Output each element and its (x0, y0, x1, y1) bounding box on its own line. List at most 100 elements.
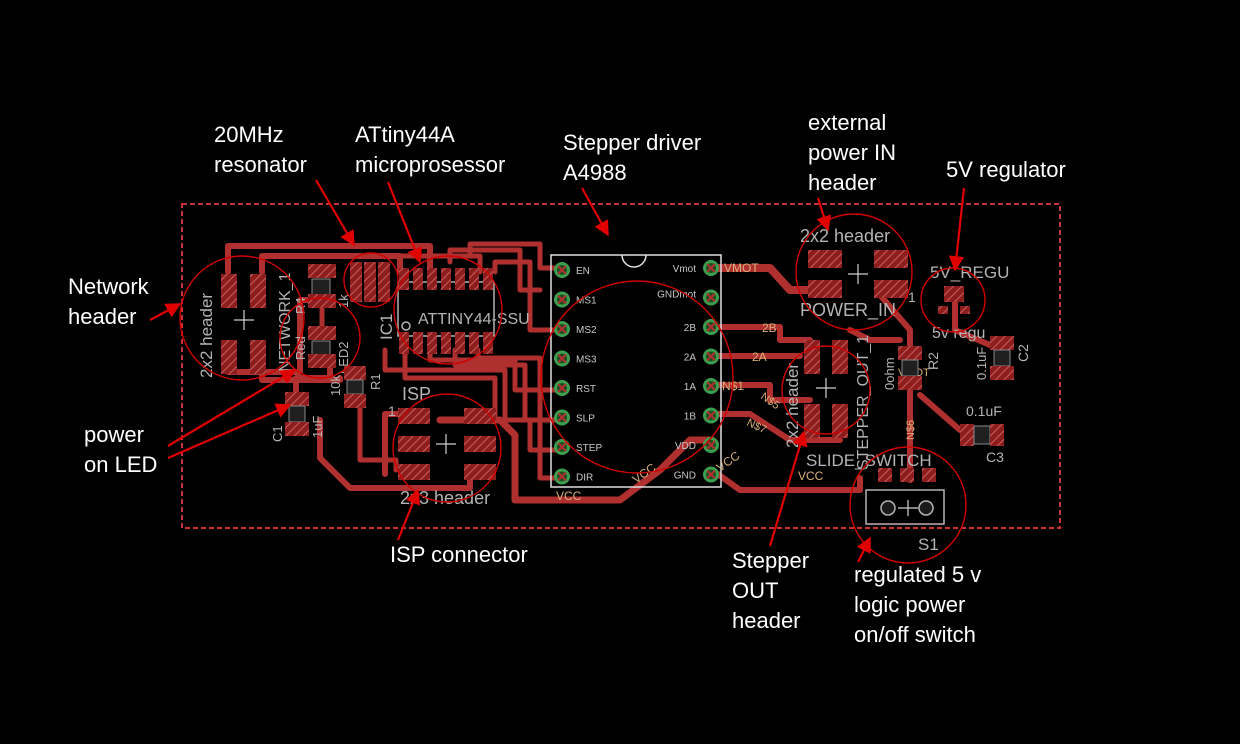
stepper-out-header-footprint: 2x2 header STEPPER_OUT_1 (783, 335, 872, 470)
resistor-r1: 10k R1 (328, 366, 383, 408)
driver-pin-label: RST (576, 384, 596, 395)
board-outline (181, 203, 1061, 529)
isp-header-footprint: ISP 1 2x3 header (388, 384, 496, 508)
stepper-out-header-label: 2x2 header (783, 363, 802, 448)
highlight-circles (179, 213, 986, 564)
annotation-switch: regulated 5 v logic power on/off switch (854, 562, 987, 647)
driver-pin-1a (703, 378, 719, 394)
net-2a: 2A (752, 350, 767, 364)
driver-pin-label: EN (576, 266, 590, 277)
resistor-r4: R4 1k (293, 264, 351, 314)
r2-label: R2 (925, 352, 941, 370)
s1-label: S1 (918, 535, 939, 554)
annotations: Network header 20MHz resonator ATtiny44A… (68, 110, 1066, 647)
annotation-network-header: Network header (68, 274, 155, 329)
driver-pin-label: GNDmot (657, 290, 696, 301)
driver-pin-dir (554, 468, 570, 485)
led-color-label: Red (293, 336, 308, 360)
ic1-attiny44: IC1 ATTINY44-SSU (377, 268, 530, 354)
r2-value: 0ohm (882, 357, 897, 390)
driver-pin-label: MS3 (576, 355, 597, 366)
driver-pin-label: 2A (684, 353, 697, 364)
net-2b: 2B (762, 321, 777, 335)
annotation-resonator: 20MHz resonator (214, 122, 307, 177)
capacitor-c2: 0.1uF C2 (974, 336, 1031, 380)
annotation-power-in: external power IN header (808, 110, 902, 195)
annotation-isp-connector: ISP connector (390, 542, 528, 567)
driver-pin-gnd (703, 466, 719, 483)
driver-pin-label: SLP (576, 414, 595, 425)
c3-value: 0.1uF (966, 403, 1002, 419)
resonator-footprint (350, 262, 390, 302)
led2-label: LED2 (336, 341, 351, 374)
power-header-label: 2x2 header (800, 226, 890, 246)
driver-pin-label: 1A (684, 382, 697, 393)
net-vcc-bottom: VCC (798, 469, 824, 483)
isp-header-label: 2x3 header (400, 488, 490, 508)
driver-pin-label: Vmot (673, 264, 697, 275)
capacitor-c1: C1 1uF (270, 392, 325, 442)
r1-value: 10k (328, 375, 343, 396)
driver-pin-vmot (703, 260, 719, 276)
net-vcc-left: VCC (556, 489, 582, 503)
c3-label: C3 (986, 449, 1004, 465)
isp-label: ISP (402, 384, 431, 404)
driver-pin-ms2 (554, 321, 570, 337)
ic-name-label: ATTINY44-SSU (418, 311, 530, 328)
driver-pin-label: DIR (576, 473, 593, 484)
driver-pin-2b (703, 319, 719, 335)
led-led2: Red LED2 (293, 326, 351, 374)
annotation-power-led: power on LED (84, 422, 157, 477)
isp-pin1: 1 (388, 403, 396, 419)
annotation-microprocessor: ATtiny44A microprosessor (355, 122, 505, 177)
resistor-r2: 0ohm R2 (882, 346, 941, 390)
network-header-footprint: 2x2 header NETWORK_1 (197, 272, 294, 378)
driver-pin-label: 1B (684, 412, 697, 423)
net-n7: N$7 (745, 417, 768, 436)
c2-value: 0.1uF (974, 347, 989, 380)
annotation-stepper-driver: Stepper driver A4988 (563, 130, 707, 185)
c2-label: C2 (1015, 344, 1031, 362)
driver-pin-rst (554, 380, 570, 396)
driver-pin-label: 2B (684, 323, 697, 334)
c1-label: C1 (270, 425, 285, 442)
driver-pin-label: GND (674, 471, 696, 482)
driver-pin-step (554, 439, 570, 455)
ic1-label: IC1 (377, 314, 396, 340)
network-header-label: 2x2 header (197, 293, 216, 378)
driver-pin-label: VDD (675, 441, 696, 452)
driver-pin-ms3 (554, 350, 570, 367)
r1-label: R1 (368, 373, 383, 390)
power-name-label: POWER_IN (800, 300, 896, 321)
net-vmot: VMOT (724, 261, 759, 275)
annotation-arrows (149, 179, 966, 563)
driver-pin-gndmot (703, 289, 719, 306)
driver-pin-vdd (703, 437, 719, 453)
r4-label: R4 (293, 297, 308, 314)
regu-value-label: 5v regu (932, 325, 985, 342)
driver-pin-label: MS2 (576, 325, 597, 336)
annotation-regulator: 5V regulator (946, 157, 1066, 182)
annotation-stepper-out: Stepper OUT header (732, 548, 815, 633)
driver-pin-2a (703, 348, 719, 365)
stepper-out-name-label: STEPPER_OUT_1 (855, 335, 872, 470)
r4-value: 1k (336, 294, 351, 308)
power-in-header-footprint: 2x2 header POWER_IN 1 (800, 226, 916, 321)
slide-switch-label: SLIDE_SWITCH (806, 451, 932, 470)
driver-pin-ms1 (554, 291, 570, 308)
driver-pin-en (554, 262, 570, 278)
c1-value: 1uF (310, 416, 325, 438)
net-n6: N$6 (905, 420, 917, 440)
net-n5: N$5 (758, 391, 781, 412)
driver-pin-label: MS1 (576, 296, 597, 307)
net-vcc-right: VCC (714, 448, 743, 474)
slide-switch-footprint: SLIDE_SWITCH S1 (806, 451, 945, 554)
driver-pin-1b (703, 407, 719, 424)
power-pin1: 1 (908, 289, 916, 305)
capacitor-c3: 0.1uF C3 (960, 403, 1004, 465)
driver-pin-slp (554, 409, 570, 426)
